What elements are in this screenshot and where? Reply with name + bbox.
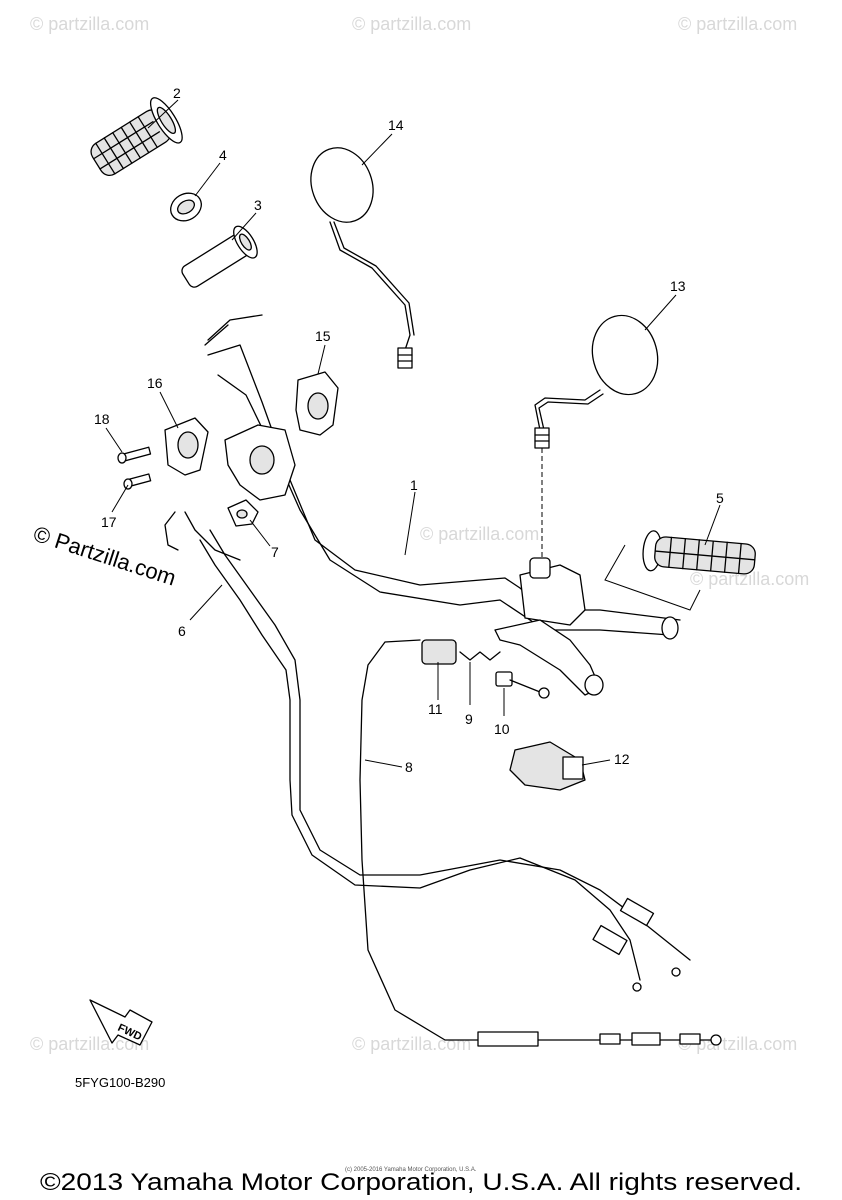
watermark-top-right: © partzilla.com <box>678 14 797 34</box>
callout-7: 7 <box>271 544 279 560</box>
callout-2: 2 <box>173 85 181 101</box>
part-17-bolt <box>123 473 152 490</box>
callout-3: 3 <box>254 197 262 213</box>
part-4-washer <box>170 192 202 222</box>
clutch-lever-assembly <box>494 557 604 696</box>
callout-9: 9 <box>465 711 473 727</box>
callout-12: 12 <box>614 751 630 767</box>
part-6-throttle-cable <box>164 511 691 992</box>
callout-15: 15 <box>315 328 331 344</box>
callout-1: 1 <box>410 477 418 493</box>
watermark-middle-right: © partzilla.com <box>690 569 809 589</box>
callout-16: 16 <box>147 375 163 391</box>
watermark-top-left: © partzilla.com <box>30 14 149 34</box>
part-15-clamp-upper <box>295 371 339 436</box>
callout-13: 13 <box>670 278 686 294</box>
callout-4: 4 <box>219 147 227 163</box>
part-10-locknut <box>495 671 550 699</box>
diagram-code: 5FYG100-B290 <box>75 1075 165 1090</box>
part-2-left-grip <box>90 97 183 176</box>
watermark-bottom-left: © partzilla.com <box>30 1034 149 1054</box>
part-9-spring <box>459 651 501 661</box>
callout-14: 14 <box>388 117 404 133</box>
watermark-bottom-right: © partzilla.com <box>678 1034 797 1054</box>
part-13-right-mirror <box>534 314 659 560</box>
callout-6: 6 <box>178 623 186 639</box>
part-3-throttle-sleeve <box>181 225 258 288</box>
handlebar-holder <box>224 424 296 501</box>
part-7-clamp <box>227 499 259 527</box>
callout-5: 5 <box>716 490 724 506</box>
part-11-adjuster <box>421 639 457 665</box>
watermark-side: © Partzilla.com <box>30 521 179 591</box>
part-18-bolt <box>117 446 152 464</box>
callout-layer: 2 4 3 14 13 15 16 18 17 1 5 7 6 11 9 10 <box>94 85 724 775</box>
watermark-middle: © partzilla.com <box>420 524 539 544</box>
fine-print: (c) 2005-2016 Yamaha Motor Corporation, … <box>345 1167 477 1173</box>
watermark-bottom-center: © partzilla.com <box>352 1034 471 1054</box>
watermark-top-center: © partzilla.com <box>352 14 471 34</box>
part-8-clutch-cable <box>359 639 722 1047</box>
callout-11: 11 <box>428 701 443 717</box>
callout-10: 10 <box>494 721 510 737</box>
callout-17: 17 <box>101 514 117 530</box>
watermark-layer: © partzilla.com © partzilla.com © partzi… <box>30 14 809 1054</box>
part-16-clamp-lower <box>164 417 209 476</box>
callout-18: 18 <box>94 411 110 427</box>
part-14-left-mirror <box>310 147 415 369</box>
part-12-boot <box>509 741 586 791</box>
part-5-right-grip <box>604 530 756 611</box>
callout-8: 8 <box>405 759 413 775</box>
copyright-notice: ©2013 Yamaha Motor Corporation, U.S.A. A… <box>40 1169 802 1196</box>
